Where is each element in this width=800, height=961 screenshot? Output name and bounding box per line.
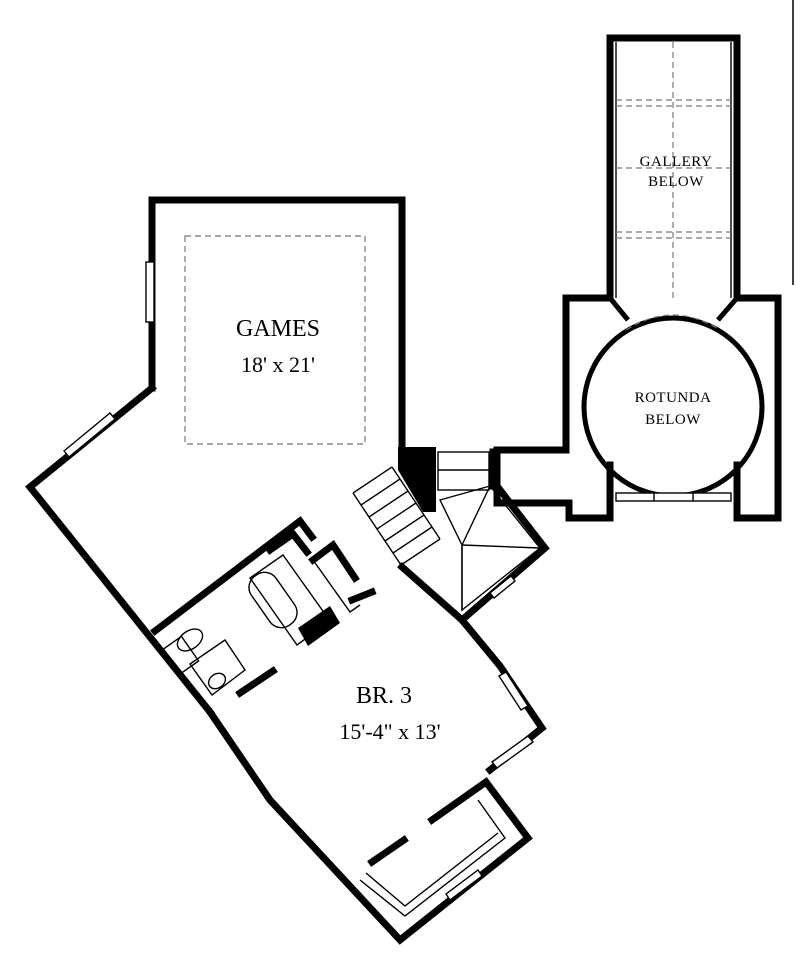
rotunda [493, 294, 782, 522]
bedroom-window-bay [445, 868, 483, 902]
vanity [189, 639, 246, 696]
rotunda-circle [581, 315, 765, 499]
stair-treads [352, 466, 441, 566]
bedroom-3-name: BR. 3 [356, 683, 412, 709]
bedroom-window-right [498, 671, 529, 711]
gallery-label-line1: GALLERY [640, 154, 713, 170]
games-ceiling-outline [184, 235, 366, 445]
rotunda-label-line1: ROTUNDA [635, 390, 712, 406]
gallery-label-line2: BELOW [648, 174, 704, 190]
games-window-left [145, 261, 155, 323]
rotunda-window [615, 492, 732, 502]
games-room-size: 18' x 21' [241, 352, 315, 377]
bedroom-3-size: 15'-4" x 13' [339, 719, 440, 744]
games-room [25, 196, 406, 717]
toilet [162, 628, 204, 675]
bedroom-3 [205, 562, 547, 945]
games-window-diagonal [63, 412, 116, 458]
rotunda-label-line2: BELOW [645, 412, 701, 428]
bathroom [150, 516, 377, 698]
stair-window [489, 575, 516, 599]
games-room-name: GAMES [236, 316, 320, 342]
sink [207, 672, 227, 690]
stairs [352, 447, 550, 625]
bedroom-window-lower [490, 735, 535, 769]
gallery [606, 34, 741, 302]
